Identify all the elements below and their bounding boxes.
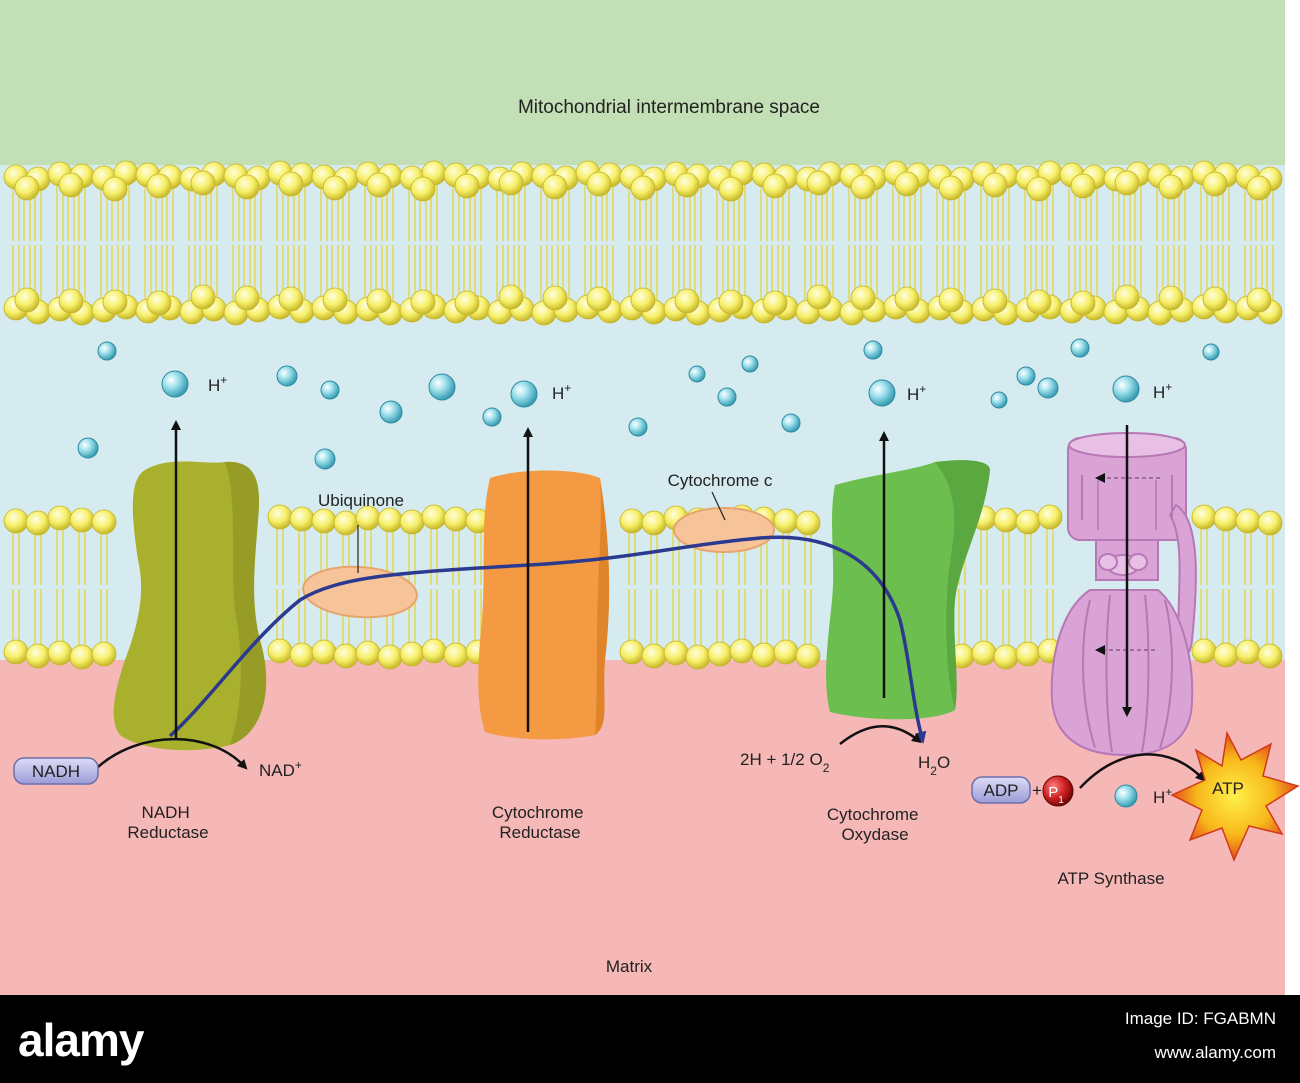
intermembrane-space-region [0,0,1285,170]
proton-8 [429,374,455,400]
proton-19 [1038,378,1058,398]
cytochrome-reductase-label: Cytochrome Reductase [492,803,588,842]
proton-22 [1113,376,1139,402]
proton-12 [689,366,705,382]
atp-synthase-label: ATP Synthase [1057,869,1164,888]
stock-footer: alamy Image ID: FGABMN www.alamy.com [0,995,1300,1083]
atp-label: ATP [1212,779,1244,798]
proton-20 [991,392,1007,408]
cytochrome-c-label: Cytochrome c [668,471,773,490]
cytochrome-reductase-complex [478,471,609,740]
adp-label: ADP [984,781,1019,800]
proton-18 [1017,367,1035,385]
proton-13 [718,388,736,406]
proton-2 [162,371,188,397]
diagram-canvas: Mitochondrial intermembrane space Matrix… [0,0,1300,995]
proton-24 [1115,785,1137,807]
proton-17 [869,380,895,406]
proton-4 [78,438,98,458]
proton-5 [315,449,335,469]
proton-16 [864,341,882,359]
footer-site-url: www.alamy.com [1154,1043,1276,1063]
footer-image-id: Image ID: FGABMN [1125,1009,1276,1029]
ubiquinone-label: Ubiquinone [318,491,404,510]
proton-6 [321,381,339,399]
proton-9 [483,408,501,426]
proton-1 [98,342,116,360]
plus-sign: + [1032,781,1042,800]
proton-7 [380,401,402,423]
footer-logo: alamy [18,1013,143,1067]
proton-11 [629,418,647,436]
intermembrane-space-label: Mitochondrial intermembrane space [518,97,820,118]
proton-21 [1071,339,1089,357]
proton-10 [511,381,537,407]
nadh-label: NADH [32,762,80,781]
proton-23 [1203,344,1219,360]
proton-14 [742,356,758,372]
matrix-label: Matrix [606,957,653,976]
proton-15 [782,414,800,432]
proton-3 [277,366,297,386]
